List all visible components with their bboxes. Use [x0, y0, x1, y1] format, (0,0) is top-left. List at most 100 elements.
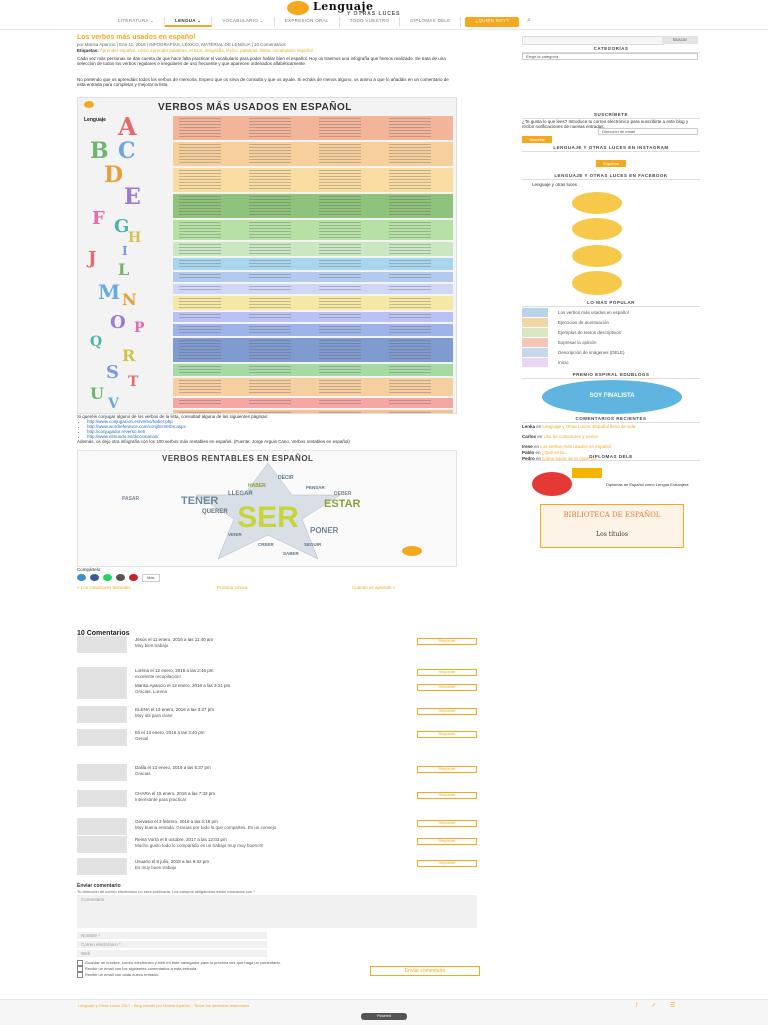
save-info-checkbox[interactable]: Guardar mi nombre, correo electrónico y …: [77, 960, 281, 966]
instagram-follow-button[interactable]: Sígueme: [596, 160, 626, 167]
award-badge-icon[interactable]: [572, 271, 622, 295]
award-badge-icon[interactable]: [572, 218, 622, 240]
verb-band: [173, 296, 453, 310]
alphabet-letter: S: [106, 362, 119, 383]
website-field[interactable]: Web: [77, 950, 267, 957]
verb-band: [173, 116, 453, 140]
comment-text: Gracias: [135, 771, 151, 776]
popular-item[interactable]: Descripción de imágenes (DELE): [522, 348, 700, 358]
verb-column: [389, 196, 431, 216]
next-post-link[interactable]: Cuando se aprende »: [352, 585, 396, 590]
facebook-share-icon[interactable]: [90, 574, 99, 581]
reply-button[interactable]: Responder: [417, 708, 477, 715]
finalist-badge[interactable]: SOY FINALISTA: [542, 380, 682, 414]
recent-comment[interactable]: Irene en Los verbos más usados en españo…: [522, 444, 612, 449]
nav-item-todo-vuestro[interactable]: TODO VUESTRO: [340, 17, 401, 27]
recent-comment[interactable]: Carlos en Uso de conectores y nexos: [522, 434, 598, 439]
conjugation-links: Si queréis conjugar alguno de los verbos…: [77, 414, 457, 444]
post-title: Los verbos más usados en español: [77, 34, 196, 41]
conjugation-link[interactable]: http://www.conjugacion.es/verbo/haber.ph…: [87, 419, 457, 424]
notify-posts-checkbox[interactable]: Recibir un email con cada nueva entrada.: [77, 972, 159, 978]
comment-textarea[interactable]: Comentario: [77, 895, 477, 928]
alphabet-letter: U: [90, 384, 104, 403]
nav-item-quien-soy[interactable]: ¿QUIÉN SOY?: [465, 17, 519, 27]
reply-button[interactable]: Responder: [417, 638, 477, 645]
verb-column: [249, 244, 291, 254]
site-logo[interactable]: Lenguaje Y OTRAS LUCES: [287, 0, 447, 17]
share-more-button[interactable]: Más: [142, 574, 160, 582]
nav-item-vocabulario[interactable]: VOCABULARIO ⌄: [212, 17, 275, 27]
popular-item[interactable]: Ejemplos de textos descriptivos: [522, 328, 700, 338]
pinterest-share-icon[interactable]: [129, 574, 138, 581]
verb-column: [389, 244, 431, 254]
avatar: [77, 667, 127, 684]
verb-column: [249, 326, 291, 334]
reply-button[interactable]: Responder: [417, 731, 477, 738]
nav-item-lengua[interactable]: LENGUA ⌄: [165, 17, 213, 27]
twitter-share-icon[interactable]: [77, 574, 86, 581]
verb-column: [389, 340, 431, 360]
categories-select[interactable]: Elegir la categoría: [522, 53, 698, 60]
popular-thumbnail: [522, 318, 548, 327]
popular-item[interactable]: Expresar la opinión: [522, 338, 700, 348]
comment-text: Genial: [135, 736, 149, 741]
email-field[interactable]: Correo electrónico *: [77, 941, 267, 948]
dele-logo-icon[interactable]: [532, 468, 602, 496]
related-post-link[interactable]: Práctica Léxica: [217, 585, 248, 590]
nav-item-literatura[interactable]: LITERATURA ⌄: [108, 17, 166, 27]
recent-comment[interactable]: Lenka en Lenguaje y Otras Luces: Español…: [522, 424, 636, 429]
award-badge-icon[interactable]: [572, 192, 622, 214]
conjugation-intro: Si queréis conjugar alguno de los verbos…: [77, 414, 269, 419]
reply-button[interactable]: Responder: [417, 792, 477, 799]
popular-item[interactable]: Ejercicios de acentuación: [522, 318, 700, 328]
conjugation-link[interactable]: http://www.elmundo.es/diccionarios/: [87, 434, 457, 439]
reply-button[interactable]: Responder: [417, 838, 477, 845]
popular-item[interactable]: Inicio: [522, 358, 700, 368]
reply-button[interactable]: Responder: [417, 669, 477, 676]
cloud-word: TENER: [181, 495, 218, 507]
facebook-page-link[interactable]: Lenguaje y otras luces: [532, 182, 578, 187]
conjugation-link[interactable]: http://www.wordreference.com/conj/EsVerb…: [87, 424, 457, 429]
checkbox-label: Guardar mi nombre, correo electrónico y …: [85, 960, 281, 966]
nav-item-diplomas-dele[interactable]: DIPLOMAS DELE: [400, 17, 462, 27]
subscribe-button[interactable]: Suscribir: [522, 136, 552, 143]
subscribe-email-input[interactable]: Dirección de email: [598, 128, 698, 135]
notify-comments-checkbox[interactable]: Recibir un email con los siguientes come…: [77, 966, 197, 972]
nav-item-expresion-oral[interactable]: EXPRESIÓN ORAL: [275, 17, 340, 27]
verb-band: [173, 242, 453, 256]
sidebar-search-button[interactable]: Buscar: [662, 36, 698, 44]
award-badge-icon[interactable]: [572, 245, 622, 267]
conjugation-link[interactable]: http://conjugador.reverso.net/: [87, 429, 457, 434]
verb-column: [389, 274, 431, 280]
reply-button[interactable]: Responder: [417, 684, 477, 691]
email-share-icon[interactable]: [116, 574, 125, 581]
verb-column: [389, 260, 431, 268]
reply-button[interactable]: Responder: [417, 766, 477, 773]
submit-comment-button[interactable]: Enviar comentario: [370, 966, 480, 976]
alphabet-letter: N: [122, 290, 137, 309]
reply-button[interactable]: Responder: [417, 820, 477, 827]
recent-comment[interactable]: Pedro en Cómo hacer de tu clase un...: [522, 456, 600, 461]
recent-comment[interactable]: Pablo en ¿Qué es la...: [522, 450, 568, 455]
cloud-word: PENSAR: [306, 485, 326, 490]
cloud-word: LLEGAR: [228, 491, 253, 497]
search-icon[interactable]: ⌕: [526, 17, 531, 24]
avatar: [77, 682, 127, 699]
alphabet-letter: L: [118, 260, 130, 279]
whatsapp-share-icon[interactable]: [103, 574, 112, 581]
popular-item[interactable]: Los verbos más usados en español: [522, 308, 700, 318]
cloud-word: HABER: [248, 483, 266, 489]
name-field[interactable]: Nombre *: [77, 932, 267, 939]
verb-column: [319, 244, 361, 254]
reply-button[interactable]: Responder: [417, 860, 477, 867]
tags-list[interactable]: Aprender español, cómo aprender palabras…: [99, 48, 313, 53]
cloud-word: CREER: [258, 542, 275, 547]
sidebar-search-input[interactable]: [522, 36, 664, 45]
library-banner[interactable]: BIBLIOTECA DE ESPAÑOL Los títulos: [540, 504, 684, 548]
prev-post-link[interactable]: « Los conectores textuales: [77, 585, 131, 590]
comment-text: Gracias, Lorena: [135, 689, 168, 694]
social-icons[interactable]: f ✓ ☰: [636, 1003, 682, 1009]
comment-author: Reina Vorra el 6 octubre, 2017 a las 12:…: [135, 837, 227, 842]
verb-column: [389, 286, 431, 292]
